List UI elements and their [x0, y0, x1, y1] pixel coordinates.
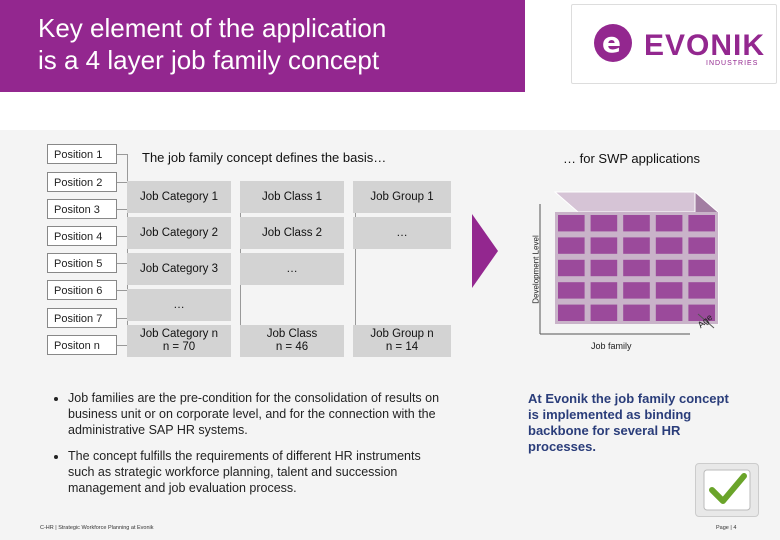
connector-line — [117, 236, 127, 237]
cube-cell — [688, 259, 715, 277]
arrow-right-icon — [472, 214, 498, 288]
grid-heading: The job family concept defines the basis… — [142, 150, 387, 165]
evonik-logo-mark — [594, 24, 632, 62]
job-category-cell: Job Category 2 — [127, 217, 231, 249]
cube-cell — [688, 215, 715, 232]
cube-cell — [590, 304, 618, 321]
position-box: Position 2 — [47, 172, 117, 192]
cube-cell — [623, 282, 650, 299]
cube-cell — [623, 259, 650, 277]
job-group-cell: Job Group 1 — [353, 181, 451, 213]
evonik-logo-sub: INDUSTRIES — [706, 60, 759, 67]
position-box: Position 7 — [47, 308, 117, 328]
position-box: Positon n — [47, 335, 117, 355]
y-axis-label: Development Level — [531, 235, 541, 304]
cube-cell — [558, 237, 585, 254]
position-box: Position 5 — [47, 253, 117, 273]
job-class-cell: Job Class n = 46 — [240, 325, 344, 357]
connector-line — [117, 345, 127, 346]
cube-cell — [623, 304, 650, 321]
connector-line — [117, 290, 127, 291]
title-line-1: Key element of the application — [38, 13, 387, 43]
evonik-statement: At Evonik the job family concept is impl… — [528, 391, 729, 454]
job-category-cell: Job Category 3 — [127, 253, 231, 285]
cube-cell — [590, 237, 618, 254]
cube-cell — [590, 282, 618, 299]
job-group-cell: Job Group n n = 14 — [353, 325, 451, 357]
cube-cell — [655, 282, 683, 299]
cube-cell — [558, 215, 585, 232]
cube-cell — [688, 237, 715, 254]
cube-cell — [558, 282, 585, 299]
position-box: Positon 3 — [47, 199, 117, 219]
cube-cell — [623, 215, 650, 232]
position-box: Position 4 — [47, 226, 117, 246]
connector-line — [117, 263, 127, 264]
title-banner — [0, 0, 525, 92]
bullet-item: The concept fulfills the requirements of… — [68, 448, 442, 496]
cube-cell — [558, 259, 585, 277]
job-class-cell: … — [240, 253, 344, 285]
footer-text: C-HR | Strategic Workforce Planning at E… — [40, 525, 154, 531]
cube-cell — [655, 215, 683, 232]
cube-cell — [655, 304, 683, 321]
x-axis-label: Job family — [591, 341, 632, 351]
cube-front-grid — [555, 212, 718, 324]
cube-cell — [655, 237, 683, 254]
job-class-cell: Job Class 1 — [240, 181, 344, 213]
job-category-cell: Job Category n n = 70 — [127, 325, 231, 357]
cube-cell — [623, 237, 650, 254]
checkmark-icon — [695, 463, 759, 517]
cube-cell — [590, 259, 618, 277]
job-category-cell: Job Category 1 — [127, 181, 231, 213]
cube-cell — [590, 215, 618, 232]
position-box: Position 6 — [47, 280, 117, 300]
page-number: Page | 4 — [716, 525, 737, 531]
evonik-logo-letter: e — [602, 26, 621, 59]
position-box: Position 1 — [47, 144, 117, 164]
bullet-item: Job families are the pre-condition for t… — [68, 390, 442, 438]
cube-cell — [558, 304, 585, 321]
connector-line — [117, 182, 127, 183]
connector-line — [127, 154, 128, 346]
connector-line — [117, 154, 127, 155]
page-title: Key element of the application is a 4 la… — [38, 12, 518, 76]
cube-cell — [688, 304, 715, 321]
title-line-2: is a 4 layer job family concept — [38, 45, 380, 75]
swp-heading: … for SWP applications — [563, 151, 701, 166]
cube-cell — [655, 259, 683, 277]
evonik-logo-word: EVONIK — [644, 29, 766, 62]
job-class-cell: Job Class 2 — [240, 217, 344, 249]
bullet-list: Job families are the pre-condition for t… — [52, 390, 442, 506]
job-family-cube — [539, 190, 720, 335]
connector-line — [355, 196, 356, 346]
connector-line — [117, 318, 127, 319]
job-category-cell: … — [127, 289, 231, 321]
cube-cell — [688, 282, 715, 299]
job-group-cell: … — [353, 217, 451, 249]
connector-line — [117, 209, 127, 210]
